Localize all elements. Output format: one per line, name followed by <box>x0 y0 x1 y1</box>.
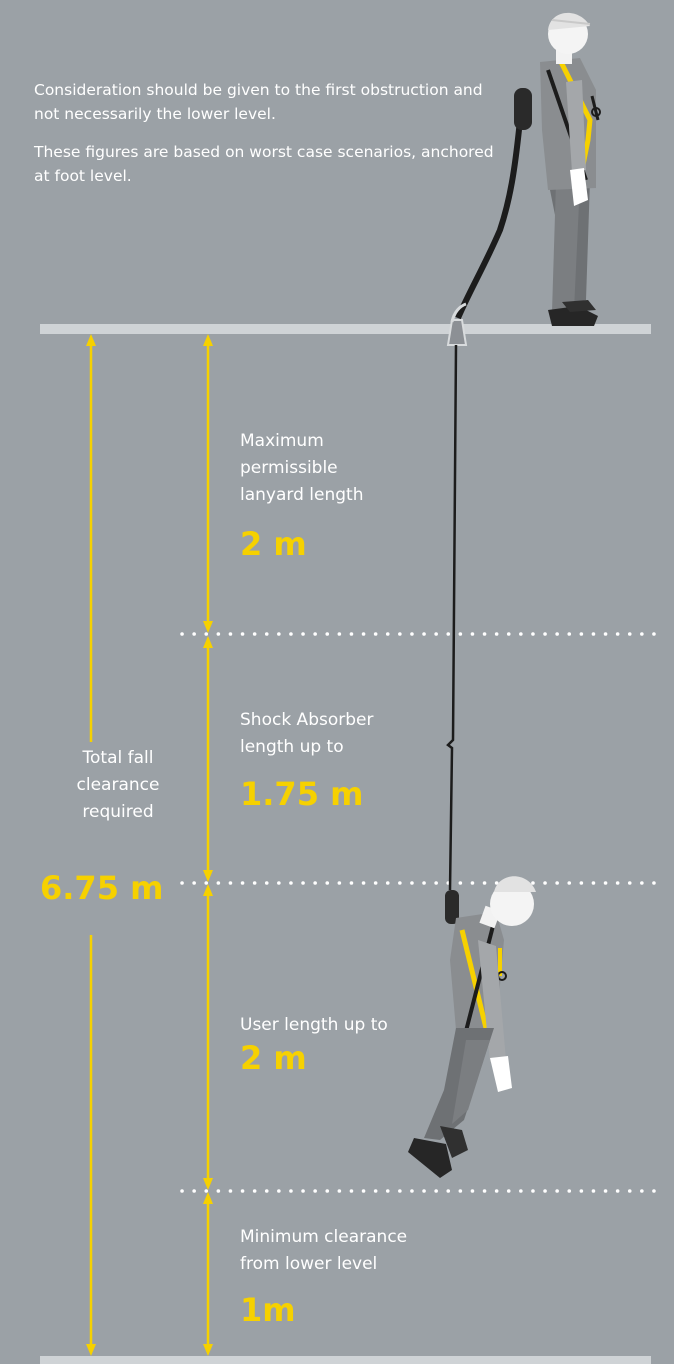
segment-value-absorber: 1.75 m <box>240 775 364 813</box>
note-obstruction: Consideration should be given to the fir… <box>34 81 483 123</box>
total-value: 6.75 m <box>40 869 164 907</box>
anchor-point <box>446 319 468 346</box>
segment-label-absorber: Shock Absorber length up to <box>240 710 374 757</box>
standing-worker-figure <box>514 12 601 326</box>
segment-label-lanyard: Maximum permissible lanyard length <box>240 431 364 505</box>
total-label: Total fall clearance required <box>76 748 160 822</box>
intro-notes: Consideration should be given to the fir… <box>34 78 494 202</box>
lower-level <box>40 1356 651 1364</box>
segment-value-lanyard: 2 m <box>240 525 307 563</box>
segment-value-user: 2 m <box>240 1039 307 1077</box>
falling-lanyard <box>446 344 458 891</box>
note-worst-case: These figures are based on worst case sc… <box>34 143 494 185</box>
fallen-worker-figure <box>408 876 536 1178</box>
segment-label-clearance: Minimum clearance from lower level <box>240 1227 408 1274</box>
segment-label-user: User length up to <box>240 1015 388 1035</box>
segment-value-clearance: 1m <box>240 1291 296 1329</box>
standing-lanyard <box>455 119 523 320</box>
upper-platform <box>40 324 651 334</box>
